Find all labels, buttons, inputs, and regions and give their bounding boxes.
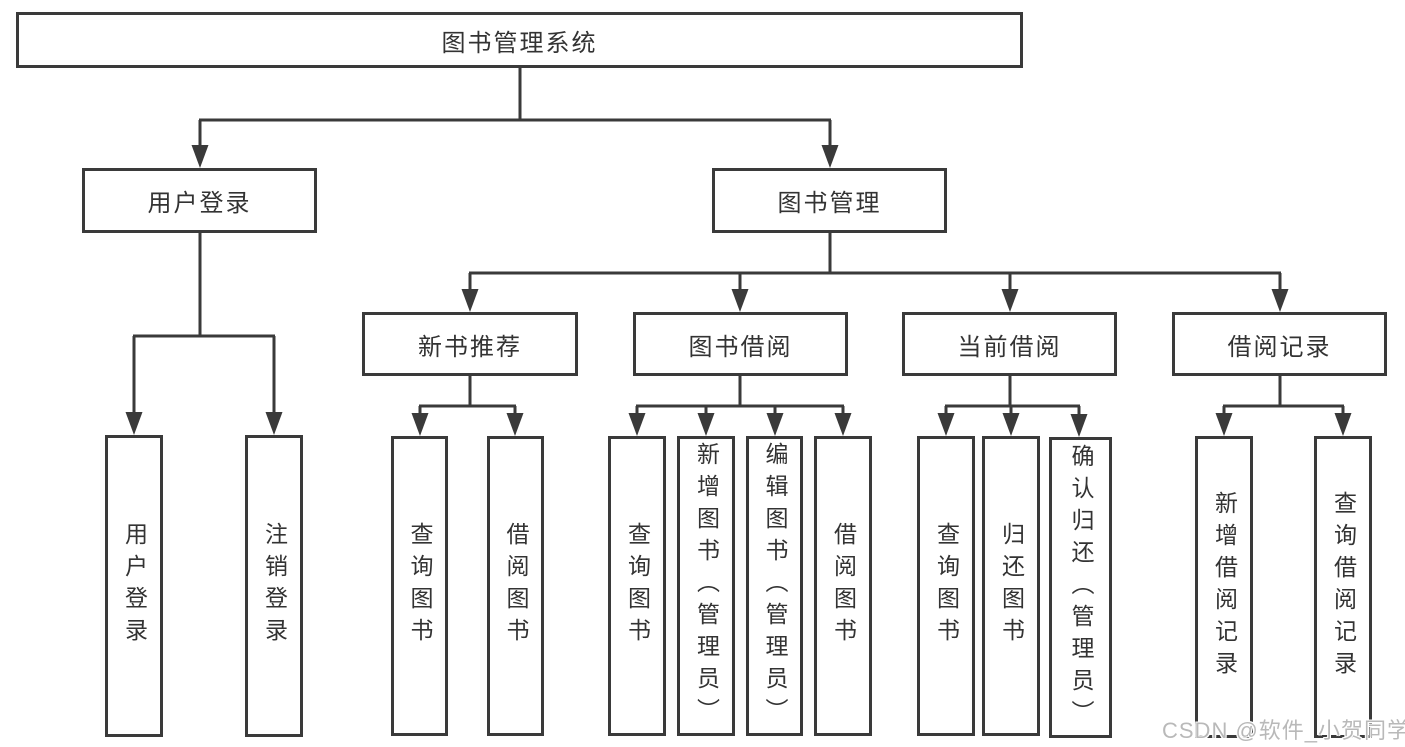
node-label: 用户登录	[147, 190, 252, 217]
node-user-login: 用户登录	[82, 168, 317, 233]
leaf-borrow-books: 借阅图书	[487, 436, 544, 736]
leaf-logout: 注销登录	[245, 435, 303, 737]
node-label: 新书推荐	[418, 333, 522, 361]
node-label: 图书管理系统	[441, 29, 598, 57]
leaf-return-books: 归还图书	[982, 436, 1040, 736]
leaf-user-login: 用户登录	[105, 435, 163, 737]
node-label: 归还图书	[998, 522, 1025, 650]
node-label: 图书管理	[777, 190, 882, 217]
node-label: 新增借阅记录	[1211, 491, 1238, 683]
node-label: 当前借阅	[957, 333, 1062, 361]
node-borrowing-records: 借阅记录	[1172, 312, 1387, 376]
node-label: 借阅记录	[1227, 333, 1332, 361]
node-label: 查询借阅记录	[1330, 491, 1357, 683]
node-current-borrowing: 当前借阅	[902, 312, 1117, 376]
leaf-confirm-return-admin: 确认归还（管理员）	[1049, 437, 1112, 738]
node-label: 确认归还（管理员）	[1068, 443, 1094, 732]
node-label: 用户登录	[121, 522, 148, 650]
leaf-add-books-admin: 新增图书（管理员）	[677, 436, 735, 736]
leaf-borrow-books: 借阅图书	[814, 436, 872, 736]
node-label: 借阅图书	[503, 522, 529, 650]
node-book-management: 图书管理	[712, 168, 947, 233]
node-label: 查询图书	[624, 522, 651, 650]
node-new-book-recommend: 新书推荐	[362, 312, 578, 376]
node-label: 查询图书	[933, 522, 960, 650]
node-system-root: 图书管理系统	[16, 12, 1023, 68]
csdn-watermark: CSDN @软件_小贺同学	[1162, 718, 1405, 743]
leaf-query-books: 查询图书	[391, 436, 448, 736]
node-label: 注销登录	[261, 522, 288, 650]
node-label: 编辑图书（管理员）	[762, 442, 788, 730]
leaf-query-borrow-record: 查询借阅记录	[1314, 436, 1372, 738]
node-label: 查询图书	[407, 522, 433, 650]
node-label: 借阅图书	[830, 522, 857, 650]
leaf-query-books: 查询图书	[608, 436, 666, 736]
leaf-add-borrow-record: 新增借阅记录	[1195, 436, 1253, 738]
node-label: 图书借阅	[688, 333, 793, 361]
leaf-edit-books-admin: 编辑图书（管理员）	[746, 436, 803, 736]
arrowheads	[125, 145, 1352, 437]
leaf-query-books: 查询图书	[917, 436, 975, 736]
node-label: 新增图书（管理员）	[693, 442, 720, 730]
node-book-borrowing: 图书借阅	[633, 312, 848, 376]
